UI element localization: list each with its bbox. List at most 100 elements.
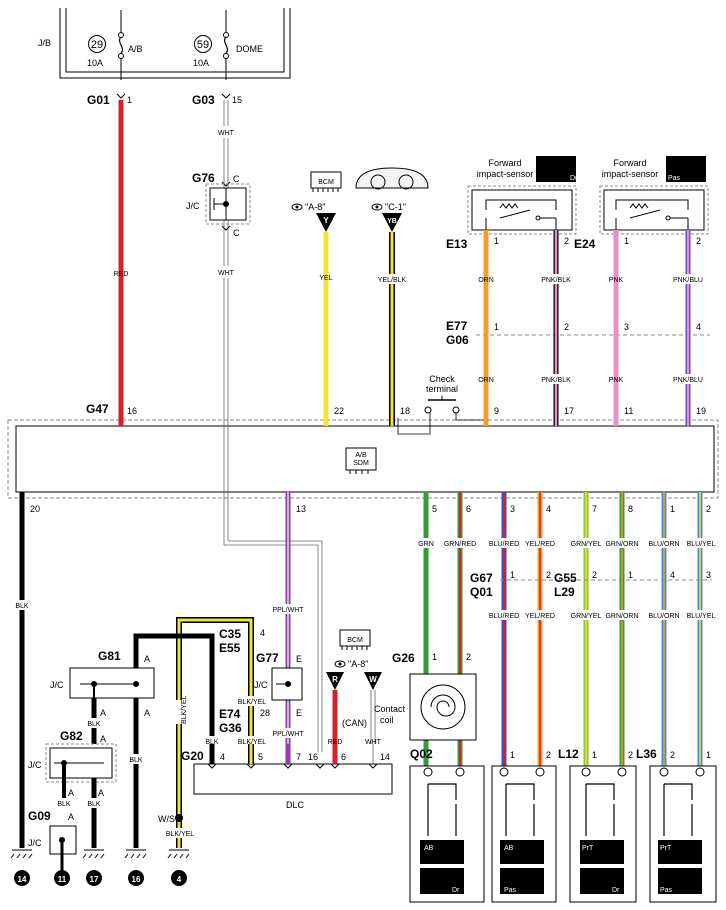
- wire-color-label: GRN: [418, 541, 434, 548]
- pin-label: 15: [232, 95, 242, 105]
- pin-label: A: [144, 708, 150, 718]
- marker-letter: W: [369, 675, 377, 684]
- driver-airbag-module: AB Dr: [409, 765, 485, 903]
- sensor-label: Forward: [613, 158, 646, 168]
- connector-label-g06: G06: [446, 333, 469, 347]
- can-label: (CAN): [342, 718, 367, 728]
- pin-label: 2: [706, 504, 711, 514]
- connector-label-g82: G82: [60, 729, 83, 743]
- passenger-airbag-icon: [666, 156, 706, 182]
- passenger-airbag-module: AB Pas: [491, 765, 557, 903]
- pin-label: 1: [494, 322, 499, 332]
- pin-label: 7: [296, 752, 301, 762]
- pin-label: 1: [432, 652, 437, 662]
- wire-color-label: YEL: [319, 275, 332, 282]
- wire-color-label: PNK/BLK: [541, 377, 571, 384]
- wire-black-c35: BLK BLK: [126, 633, 222, 848]
- instrument-cluster-icon: [355, 167, 429, 189]
- wire-color-label: BLU/ORN: [648, 613, 679, 620]
- check-terminal-label: terminal: [426, 384, 458, 394]
- ground-16: 16: [124, 849, 147, 886]
- wire-color-label: YEL/RED: [525, 613, 555, 620]
- connector-label-g67: G67: [470, 571, 493, 585]
- ground-14: 14: [10, 849, 33, 886]
- sdm-icon: [345, 447, 377, 471]
- wire-pink-blue: 2 PNK/BLU 4 PNK/BLU 19: [670, 230, 706, 426]
- forward-impact-sensor-left: Forward impact-sensor Dr: [467, 156, 578, 235]
- passenger-icon: [500, 868, 544, 894]
- pin-label: C: [233, 228, 240, 238]
- dlc-label: DLC: [286, 800, 305, 810]
- wire-yellow-red: 4 YEL/RED 2 YEL/RED: [522, 492, 558, 768]
- connector-label-e55: E55: [219, 641, 241, 655]
- joint-connector-g09: G09 A J/C: [28, 809, 77, 870]
- reference-label: "A-8": [348, 659, 368, 669]
- contact-coil-label: coil: [380, 715, 394, 725]
- ground-number: 16: [132, 875, 141, 884]
- sdm-label: A/B: [355, 452, 367, 459]
- connector-label-l12: L12: [558, 747, 579, 761]
- wire-color-label: RED: [114, 271, 129, 278]
- wire-color-label: PNK/BLU: [673, 277, 703, 284]
- junction-block: J/B 29 10A A/B 59 10A DOME: [38, 8, 291, 80]
- wire-color-label: GRN/ORN: [605, 613, 638, 620]
- pin-label: 4: [670, 570, 675, 580]
- wire-purple-white: 13 PPL/WHT PPL/WHT: [268, 492, 308, 744]
- bcm-reference-y: BCM "A-8" Y YEL 22: [291, 171, 344, 426]
- pretensioner-driver-module: PrT Dr: [569, 765, 637, 903]
- marker-letter: PrT: [660, 845, 672, 852]
- pin-label: 17: [564, 406, 574, 416]
- eye-icon: [291, 203, 303, 211]
- wire-red: RED 16: [114, 100, 137, 426]
- marker-letter: R: [332, 675, 338, 684]
- pin-label: 4: [546, 504, 551, 514]
- fuse-name: DOME: [236, 44, 263, 54]
- connector-label-g20: G20: [181, 749, 204, 763]
- pin-label: 7: [592, 504, 597, 514]
- wire-color-label: BLK/YEL: [238, 739, 267, 746]
- fuse-59: 59 10A DOME: [193, 10, 263, 80]
- pin-label: 11: [624, 406, 633, 416]
- pin-label: A: [68, 812, 74, 822]
- forward-impact-sensor-right: Forward impact-sensor Pas: [599, 156, 709, 235]
- wire-color-label: BLK/YEL: [166, 831, 195, 838]
- wire-color-label: BLK: [129, 757, 143, 764]
- reference-label: "C-1": [385, 202, 406, 212]
- wire-orange: 1 ORN 1 ORN 9: [478, 230, 499, 426]
- sensor-label: Forward: [488, 158, 521, 168]
- wire-blue-yellow: 2 BLU/YEL 3 BLU/YEL: [682, 492, 720, 768]
- check-terminal-label: Check: [429, 374, 455, 384]
- connector-label-c35: C35: [219, 627, 241, 641]
- pin-label: 16: [308, 752, 318, 762]
- spiral-icon: [430, 694, 456, 717]
- pin-label: 2: [564, 322, 569, 332]
- marker-letter: Pas: [668, 175, 681, 182]
- pin-label: 1: [706, 750, 711, 760]
- airbag-icon: [420, 840, 464, 864]
- wire-green-yellow: 7 GRN/YEL 2 GRN/YEL: [566, 492, 606, 768]
- connector-label-g26: G26: [392, 651, 415, 665]
- wire-green-orange: 8 GRN/ORN 1 GRN/ORN: [602, 492, 642, 768]
- wire-splice-label: W/S: [158, 814, 175, 824]
- ground-number: 17: [90, 875, 99, 884]
- driver-icon: [420, 868, 464, 894]
- marker-w: [364, 672, 382, 690]
- connector-label-g77: G77: [256, 651, 279, 665]
- pin-label: 16: [127, 406, 137, 416]
- pin-label: 4: [696, 322, 701, 332]
- pin-label: 4: [260, 628, 265, 638]
- pin-label: 20: [30, 504, 40, 514]
- check-terminal: Check terminal: [397, 374, 486, 435]
- driver-airbag-icon: [536, 156, 576, 182]
- pin-label: 3: [624, 322, 629, 332]
- wire-pink: 1 PNK 3 PNK 11: [609, 230, 633, 426]
- joint-connector-g76: G76 C J/C C: [186, 171, 251, 238]
- eye-icon: [371, 203, 383, 211]
- marker-letter: AB: [424, 845, 434, 852]
- pin-label: 2: [546, 570, 551, 580]
- fuse-rating: 10A: [193, 58, 209, 68]
- reference-label: "A-8": [305, 202, 325, 212]
- connector-label-q02: Q02: [410, 747, 433, 761]
- jc-label: J/C: [28, 838, 42, 848]
